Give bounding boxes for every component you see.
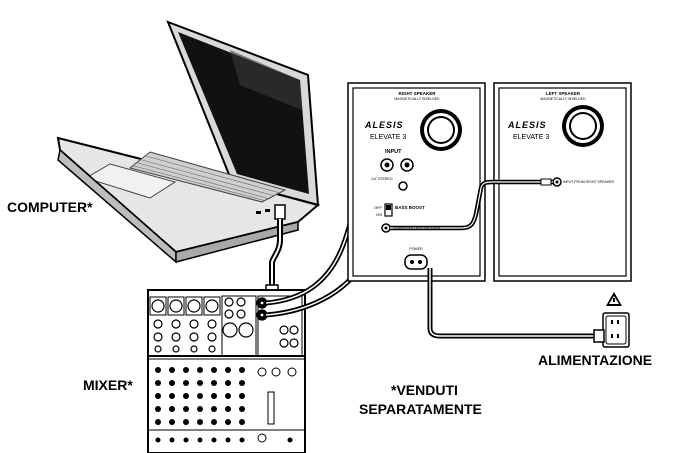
right-speaker-model: ELEVATE 3	[370, 134, 406, 141]
right-speaker-bass-label: BASS BOOST	[395, 205, 425, 210]
power-outlet	[593, 312, 630, 348]
sold-separately-line2: SEPARATAMENTE	[359, 401, 482, 417]
right-speaker-title: RIGHT SPEAKER	[398, 91, 436, 96]
warning-icon	[606, 292, 622, 306]
power-label: ALIMENTAZIONE	[538, 352, 653, 368]
left-speaker-input-label: INPUT FROM RIGHT SPEAKER	[563, 180, 614, 184]
left-speaker	[493, 82, 632, 282]
laptop-computer	[56, 20, 321, 264]
right-speaker-on-label: ON	[376, 212, 382, 217]
sold-separately-line1: *VENDUTI	[391, 382, 458, 398]
right-speaker	[347, 82, 486, 282]
right-speaker-power-label: POWER	[409, 247, 423, 251]
computer-label: COMPUTER*	[7, 199, 93, 215]
speaker-link-cable	[390, 178, 553, 231]
right-speaker-output-label: OUTPUT TO LEFT SPEAKER	[393, 227, 440, 231]
mixer-device	[147, 289, 306, 453]
right-speaker-input-label: INPUT	[385, 149, 402, 155]
power-cable	[427, 268, 600, 339]
left-speaker-brand: ALESIS	[507, 120, 547, 130]
left-speaker-model: ELEVATE 3	[513, 134, 549, 141]
left-speaker-subtitle: MAGNETICALLY SHIELDED	[540, 97, 586, 101]
left-speaker-title: LEFT SPEAKER	[546, 91, 581, 96]
right-speaker-off-label: OFF	[374, 205, 383, 210]
right-speaker-stereo-label: 1/4" STEREO	[371, 177, 393, 181]
mixer-label: MIXER*	[83, 377, 133, 393]
right-speaker-subtitle: MAGNETICALLY SHIELDED	[394, 97, 440, 101]
right-speaker-brand: ALESIS	[364, 120, 404, 130]
